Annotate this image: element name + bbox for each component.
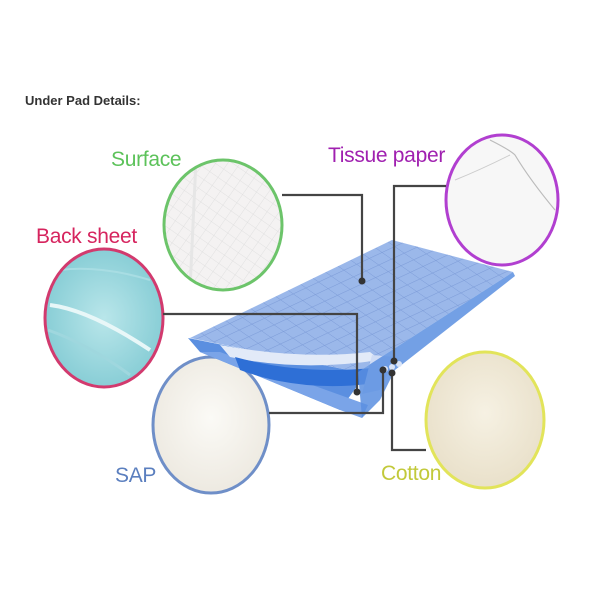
sap-sample-circle [151, 355, 271, 495]
surface-label: Surface [111, 148, 182, 171]
surface-sample-circle [162, 158, 284, 292]
cotton-label: Cotton [381, 462, 442, 485]
page-heading: Under Pad Details: [25, 93, 141, 108]
tissue-paper-label: Tissue paper [328, 144, 446, 167]
tissue-paper-sample-circle [444, 133, 560, 267]
leader-dots [353, 277, 398, 396]
cotton-sample-circle [424, 350, 546, 490]
back-sheet-label: Back sheet [36, 225, 137, 248]
leader-lines [163, 184, 446, 452]
back-sheet-sample-circle [43, 247, 165, 389]
sap-label: SAP [115, 464, 157, 487]
under-pad-illustration [188, 240, 515, 418]
